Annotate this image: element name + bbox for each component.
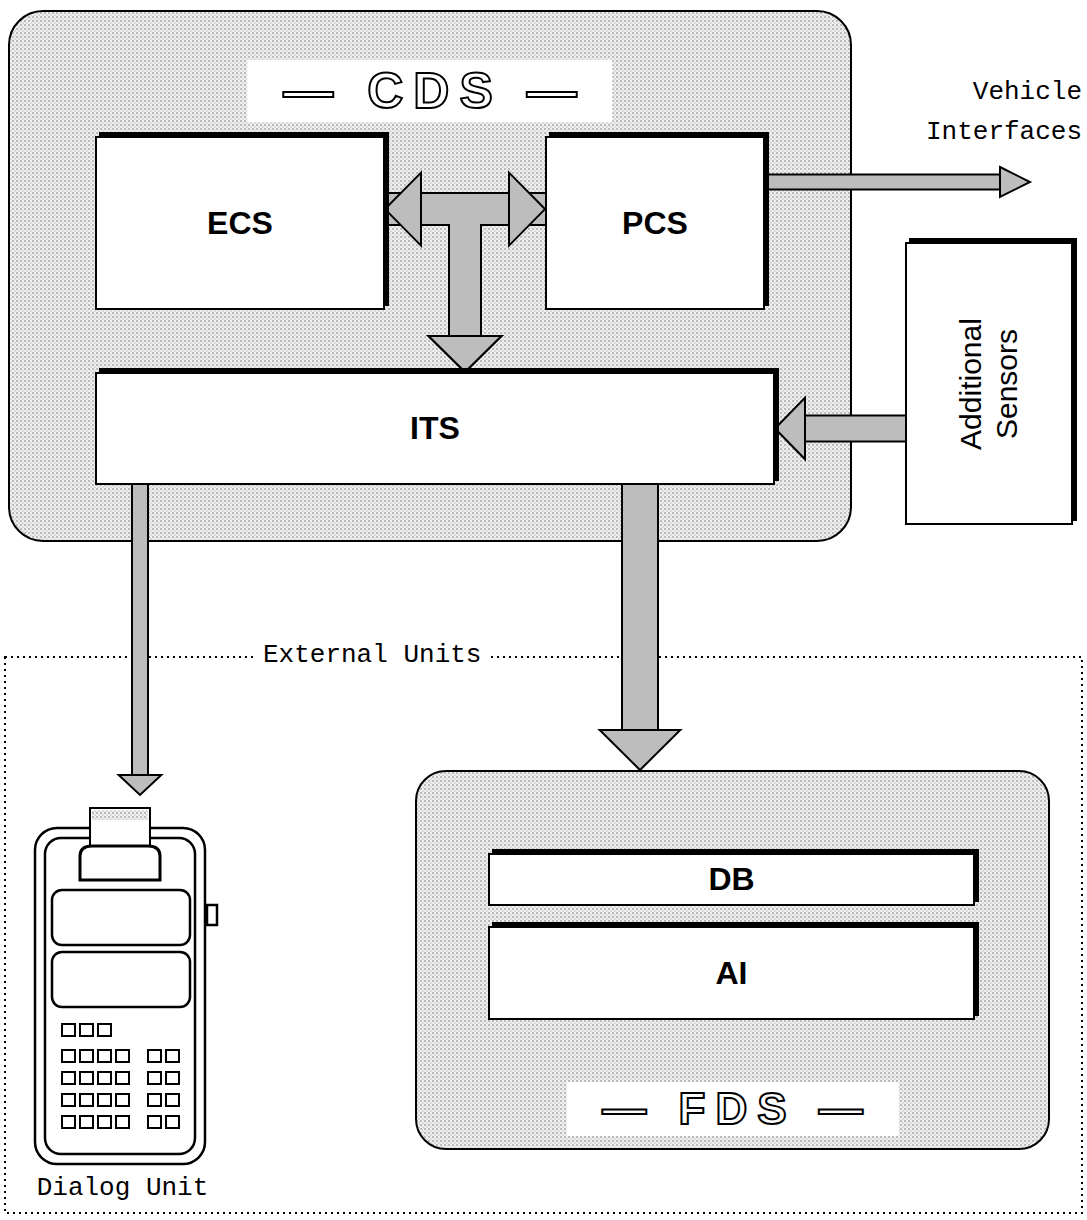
- external-group: External UnitsDialog Unit— FDS —DBAI: [5, 657, 1082, 1213]
- arrow-head: [429, 336, 502, 372]
- node-title: — CDS —: [247, 60, 612, 122]
- connector: [805, 417, 905, 441]
- system-box: — CDS — ECS PCS ITS: [8, 10, 852, 542]
- box-label: AI: [706, 955, 758, 992]
- arrow-head: [775, 398, 805, 460]
- vehicle-interface-arrow: [765, 167, 1030, 197]
- arrow-head: [509, 173, 545, 246]
- box-label: DB: [698, 861, 764, 898]
- module-bar: DB: [488, 853, 975, 906]
- box-label: ITS: [400, 410, 470, 447]
- arrow-head: [385, 173, 421, 246]
- connector: [465, 209, 545, 336]
- node-title: External Units: [257, 640, 487, 670]
- arrow-head: [119, 775, 162, 795]
- connector-outline: [131, 485, 149, 775]
- arrow-head: [429, 336, 502, 372]
- interface-label: Vehicle Interfaces: [922, 72, 1082, 152]
- box-label: ECS: [197, 205, 283, 242]
- node-title: Dialog Unit: [10, 1173, 235, 1203]
- dialog-unit-illustration: [35, 808, 217, 1164]
- sensor-box: Additional Sensors: [905, 242, 1073, 525]
- arrow-head: [600, 730, 681, 770]
- node-title: — FDS —: [566, 1082, 898, 1136]
- connector-outline: [465, 209, 545, 336]
- module-bar: AI: [488, 926, 975, 1020]
- connector: [133, 485, 147, 775]
- connector: [623, 485, 657, 730]
- system-outline: [416, 771, 1049, 1149]
- subsystem-box: ECS: [95, 136, 385, 310]
- connector-outline: [805, 415, 905, 443]
- node-title: Additional Sensors: [953, 259, 1025, 509]
- subsystem-box: PCS: [545, 136, 765, 310]
- system-box: — FDS — DB AI: [415, 770, 1050, 1150]
- connector-outline: [621, 485, 659, 730]
- box-label: PCS: [612, 205, 698, 242]
- system-outline: [9, 11, 851, 541]
- dialog-unit: Dialog Unit: [10, 795, 235, 1207]
- group-outline: [5, 657, 1082, 1213]
- interface-bar: ITS: [95, 372, 775, 485]
